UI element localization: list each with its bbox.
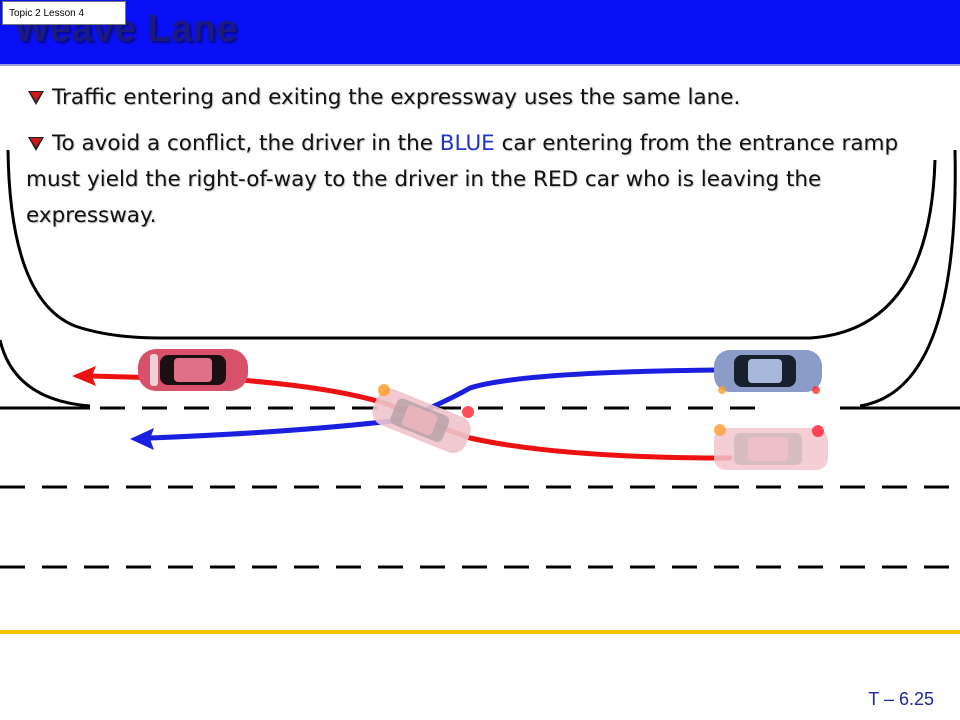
red-car-exiting [138,349,248,391]
arrow-bullet-icon [28,91,44,105]
red-car-start [714,428,828,470]
blue-path [147,367,723,441]
lesson-tag: Topic 2 Lesson 4 [2,1,126,25]
blue-arrowhead [130,428,154,450]
blue-car-entering [714,350,822,392]
red-car-start-signal-front [714,424,726,436]
ramp-outer-curve [0,339,91,408]
bullet-2-text-before: To avoid a conflict, the driver in the [52,131,440,156]
bullet-2: To avoid a conflict, the driver in the B… [26,126,931,234]
blue-car-signal-rear [812,386,820,394]
bullet-1: Traffic entering and exiting the express… [26,80,931,116]
weave-car-left-signal [378,384,390,396]
red-arrowhead [72,366,96,386]
header-rule [0,64,960,66]
bullet-list: Traffic entering and exiting the express… [26,80,931,244]
slide-number: T – 6.25 [868,689,934,709]
arrow-bullet-icon [28,137,44,151]
header-band [0,0,960,64]
bullet-2-text-after: car entering from the entrance ramp must… [26,131,899,228]
weave-car-right-signal [462,406,474,418]
ramp-right-curve [859,149,957,408]
red-car-start-signal-rear [812,425,824,437]
bullet-2-highlight: BLUE [439,131,495,156]
weave-car [372,388,471,454]
blue-car-signal-front [718,386,726,394]
island-curve [6,149,937,340]
bullet-1-text: Traffic entering and exiting the express… [52,85,741,110]
